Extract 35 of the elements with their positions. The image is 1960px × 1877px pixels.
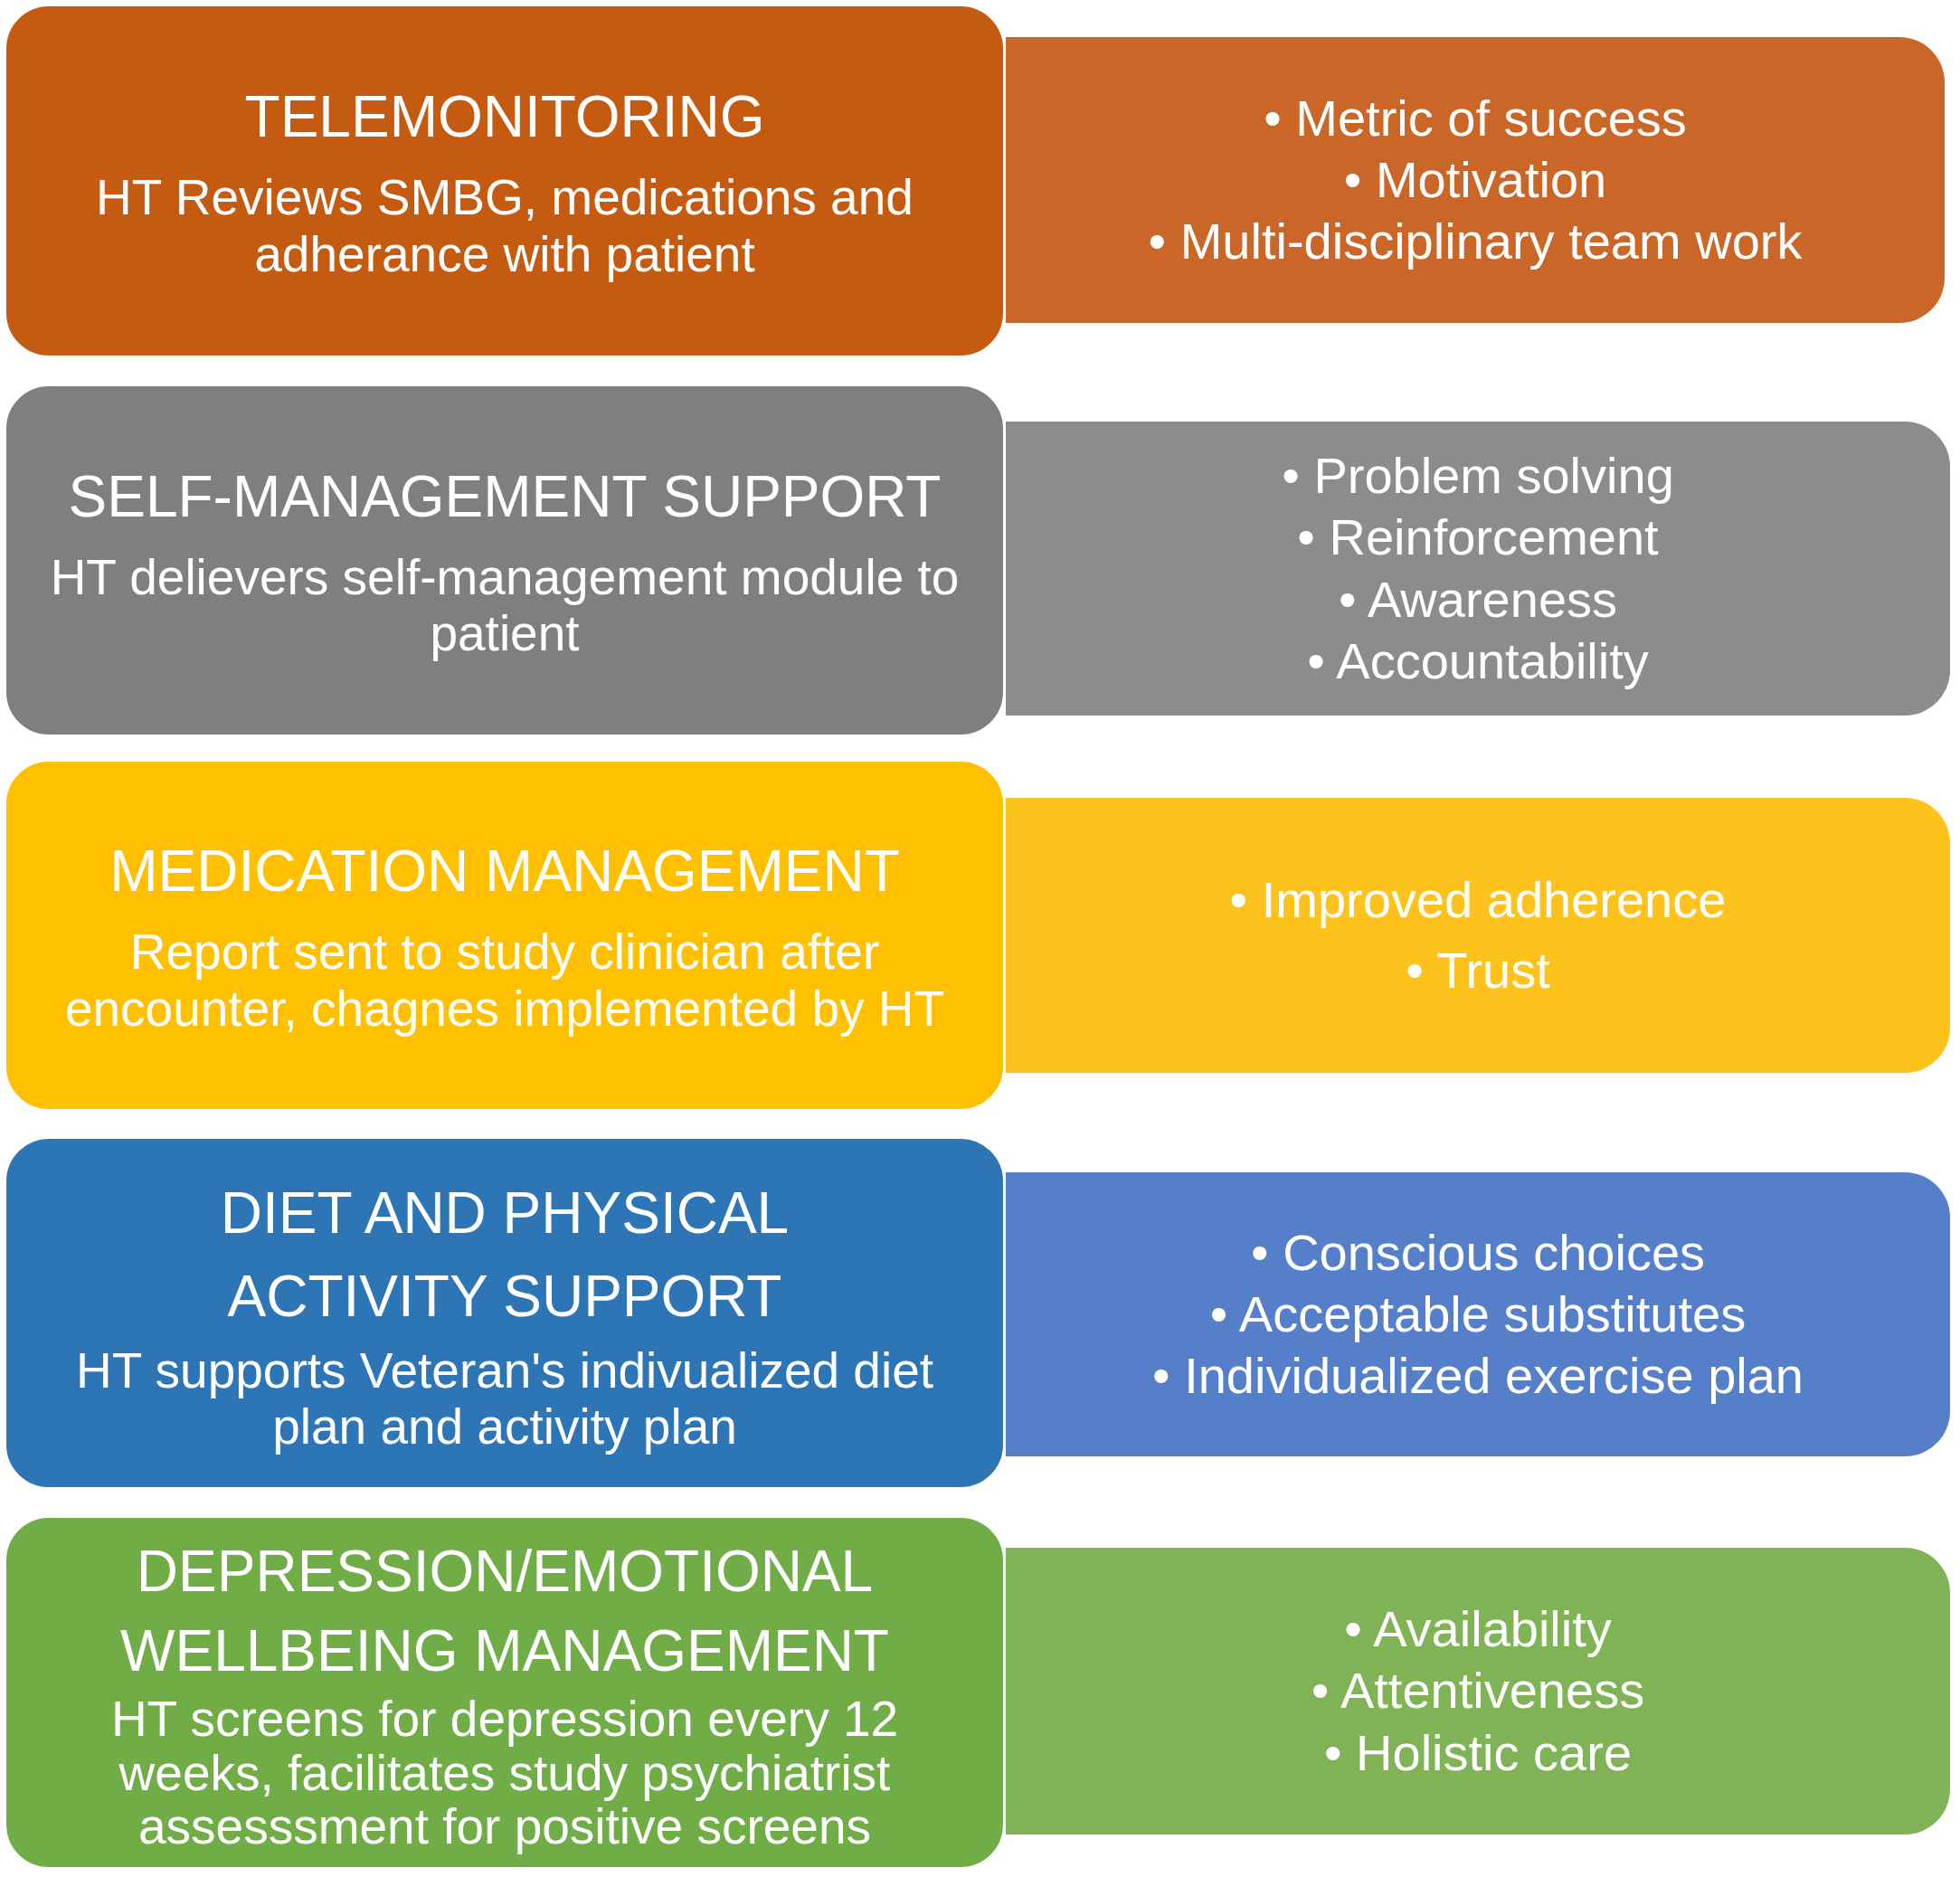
outcomes-box — [1006, 37, 1945, 323]
bullet-item: • Availability — [1344, 1599, 1612, 1660]
section-description: HT screens for depression every 12 weeks, facilitates study psychiatrist assesssment for positive screens — [109, 1692, 900, 1854]
bullet-item: • Acceptable substitutes — [1209, 1284, 1747, 1344]
bullet-item: • Improved adherence — [1229, 869, 1727, 930]
bullet-item: • Metric of success — [1264, 88, 1687, 148]
outcomes-box — [1006, 422, 1950, 716]
section-heading: DIET AND PHYSICAL ACTIVITY SUPPORT — [219, 1179, 791, 1332]
section-description: HT Reviews SMBG, medications and adherance with patient — [95, 169, 914, 282]
section-heading: SELF-MANAGEMENT SUPPORT — [68, 462, 942, 531]
bullet-item: • Trust — [1406, 941, 1550, 1000]
section-heading: MEDICATION MANAGEMENT — [109, 838, 900, 906]
category-box — [4, 384, 1006, 737]
bullet-item: • Conscious choices — [1250, 1222, 1706, 1283]
bullet-item: • Accountability — [1307, 630, 1649, 691]
category-box — [4, 4, 1006, 358]
bullet-item: • Reinforcement — [1297, 507, 1659, 568]
category-box — [4, 759, 1006, 1112]
category-box — [4, 1515, 1006, 1870]
section-description: HT delievers self-management module to patient — [49, 548, 961, 662]
section-description: HT supports Veteran's indivualized diet plan and activity plan — [74, 1342, 935, 1455]
bullet-item: • Awareness — [1338, 569, 1618, 630]
category-box — [4, 1136, 1006, 1490]
outcomes-box — [1006, 798, 1950, 1073]
bullet-item: • Attentiveness — [1311, 1661, 1645, 1721]
bullet-item: • Motivation — [1343, 149, 1607, 210]
bullet-item: • Individualized exercise plan — [1152, 1346, 1804, 1407]
section-description: Report sent to study clinician after encounter, chagnes implemented by HT — [63, 924, 946, 1037]
bullet-item: • Holistic care — [1323, 1722, 1633, 1783]
outcomes-box — [1006, 1172, 1950, 1456]
section-heading: DEPRESSION/EMOTIONAL WELLBEING MANAGEMENT — [119, 1537, 890, 1685]
section-heading: TELEMONITORING — [244, 83, 765, 152]
bullet-item: • Problem solving — [1282, 445, 1674, 506]
bullet-item: • Multi-disciplinary team work — [1148, 212, 1803, 272]
outcomes-box — [1006, 1548, 1950, 1834]
